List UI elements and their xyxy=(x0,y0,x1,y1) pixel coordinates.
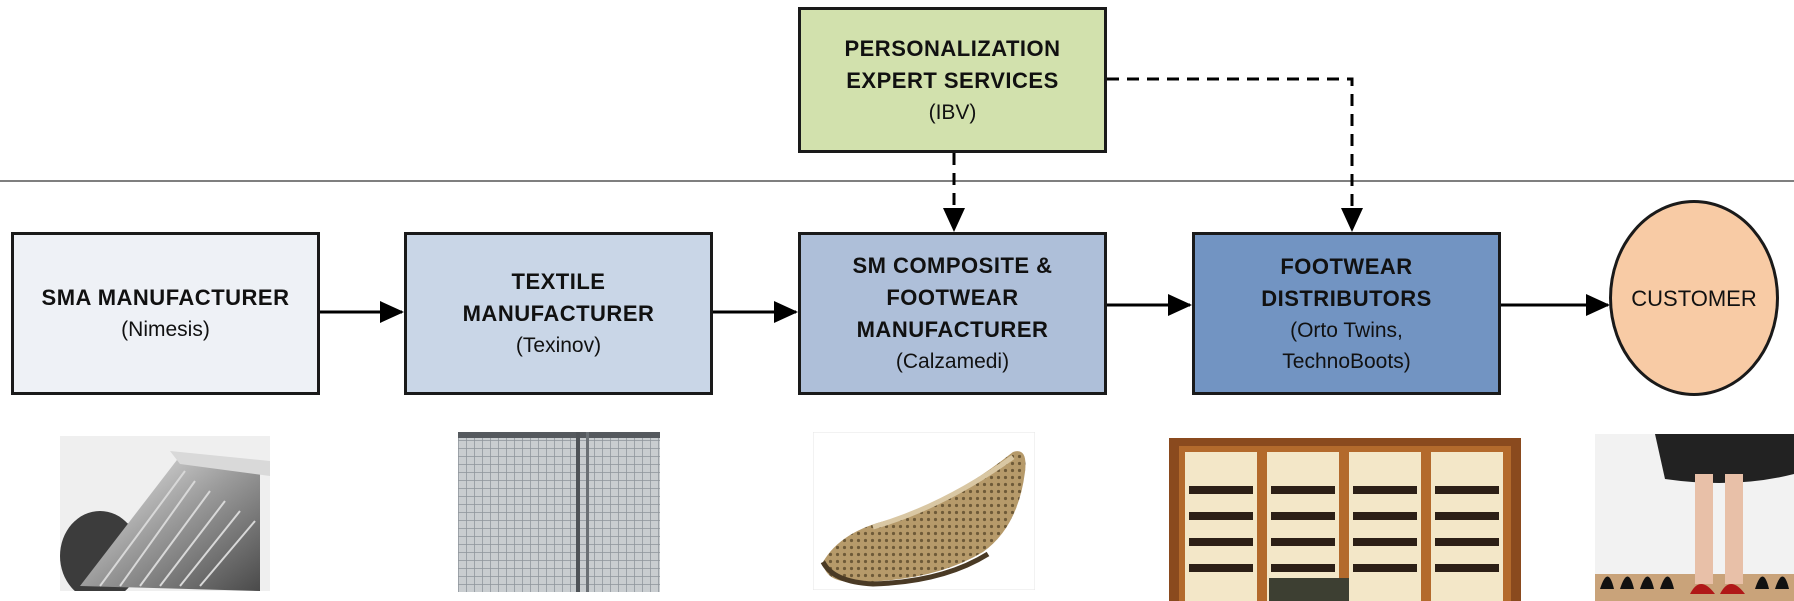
store-shelves-photo xyxy=(1169,438,1521,601)
textile-title: TEXTILE MANUFACTURER xyxy=(462,269,655,326)
sma-title: SMA MANUFACTURER xyxy=(41,285,290,310)
expert-title: PERSONALIZATION EXPERT SERVICES xyxy=(844,35,1061,93)
personalization-expert-box: PERSONALIZATION EXPERT SERVICES (IBV) xyxy=(798,7,1107,153)
legs-and-shoes-photo xyxy=(1595,434,1794,601)
dashed-arrow-expert-to-distributors xyxy=(1107,77,1363,232)
composite-subtitle: (Calzamedi) xyxy=(895,350,1010,373)
distributors-subtitle: (Orto Twins, TechnoBoots) xyxy=(1282,318,1411,373)
composite-footwear-manufacturer-box: SM COMPOSITE & FOOTWEAR MANUFACTURER (Ca… xyxy=(798,232,1107,395)
textile-mesh-photo xyxy=(458,432,660,592)
sma-wire-spool-photo xyxy=(60,436,270,591)
footwear-distributors-box: FOOTWEAR DISTRIBUTORS (Orto Twins, Techn… xyxy=(1192,232,1501,395)
textile-subtitle: (Texinov) xyxy=(515,334,602,357)
sma-manufacturer-box: SMA MANUFACTURER (Nimesis) xyxy=(11,232,320,395)
sma-subtitle: (Nimesis) xyxy=(121,318,210,341)
shoe-photo xyxy=(813,432,1035,590)
customer-label: CUSTOMER xyxy=(1631,285,1757,311)
textile-manufacturer-box: TEXTILE MANUFACTURER (Texinov) xyxy=(404,232,713,395)
distributors-title: FOOTWEAR DISTRIBUTORS xyxy=(1261,253,1432,311)
expert-subtitle: (IBV) xyxy=(928,100,977,124)
customer-ellipse: CUSTOMER xyxy=(1609,200,1779,396)
composite-title: SM COMPOSITE & FOOTWEAR MANUFACTURER xyxy=(852,253,1053,342)
